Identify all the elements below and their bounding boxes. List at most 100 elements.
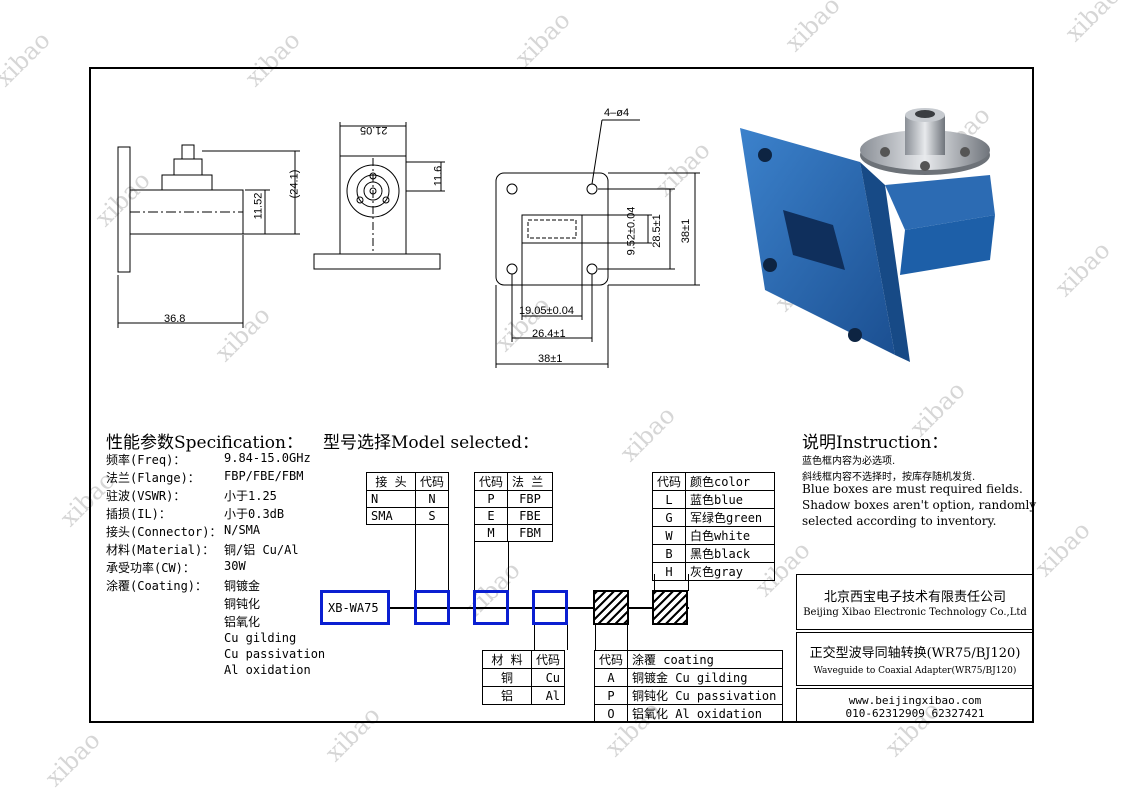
table-header: 代码 [414,472,450,491]
dim-inner-height: 9.52±0.04 [625,206,638,256]
spec-value: FBP/FBE/FBM [224,469,304,483]
dim-length: 36.8 [164,313,186,325]
watermark: xibao [509,5,576,73]
product-block: 正交型波导同轴转换(WR75/BJ120) Waveguide to Coaxi… [796,632,1034,686]
table-cell: O [593,704,629,723]
holes-note: 4–ø4 [604,107,630,119]
connector-select-box[interactable] [414,590,450,625]
company-phone: 010-62312909 62327421 [845,707,985,720]
model-prefix-box[interactable] [320,590,390,625]
table-header: 材 料 [482,650,532,669]
flange-select-box[interactable] [473,590,509,625]
connector-line [627,624,628,650]
spec-value: 铜镀金 [224,579,261,593]
spec-value: 小于0.3dB [224,507,285,521]
table-cell: Al [530,686,566,705]
coating-optional-box[interactable] [593,590,629,625]
spec-value: 铜钝化 [224,597,261,611]
connector-line [654,574,655,591]
table-cell: 铝氧化 Al oxidation [627,704,784,723]
connector-line [567,624,568,650]
table-cell: FBM [507,524,554,542]
table-cell: 铜镀金 Cu gilding [627,668,784,687]
watermark: xibao [779,0,846,58]
connector-line [534,624,535,650]
spec-value: Cu gilding [224,631,297,645]
instruction-line: 斜线框内容不选择时，按库存随机发货. [802,472,976,483]
spec-value: 9.84-15.0GHz [224,451,311,465]
connector-line [474,541,475,591]
spec-value: Al oxidation [224,663,311,677]
drawing-frame [89,67,1034,723]
top-view-drawing [313,122,445,270]
table-cell: 铝 [482,686,532,705]
dim-width-top: 21.05 [360,124,388,136]
dim-hole-pitch-h: 26.4±1 [532,328,566,340]
watermark: xibao [0,25,56,93]
instruction-line: selected according to inventory. [802,514,997,528]
table-cell: 蓝色blue [685,490,776,509]
table-cell: P [473,490,509,508]
dim-inner-width: 19.05±0.04 [519,305,574,317]
spec-label: 驻波(VSWR)： [106,489,186,503]
table-header: 代码 [593,650,629,669]
table-cell: 军绿色green [685,508,776,527]
watermark: xibao [1049,235,1116,303]
table-header: 涂覆 coating [627,650,784,669]
front-view-drawing [495,119,700,368]
dim-hole-pitch-v: 28.5±1 [650,214,663,248]
color-optional-box[interactable] [652,590,688,625]
contact-block: www.beijingxibao.com 010-62312909 623274… [796,688,1034,723]
dim-flange-v: 38±1 [680,218,693,244]
product-render [740,108,995,362]
spec-label: 承受功率(CW)： [106,561,195,575]
spec-title: 性能参数Specification： [106,433,303,453]
connector-line [595,624,596,650]
spec-label: 频率(Freq)： [106,453,186,467]
table-header: 颜色color [685,472,776,491]
company-name-cn: 北京西宝电子技术有限责任公司 [823,590,1006,605]
product-name-en: Waveguide to Coaxial Adapter(WR75/BJ120) [813,666,1017,676]
table-cell: 铜 [482,668,532,687]
connector-line [508,541,509,591]
side-view-drawing [117,144,300,328]
chain-line [389,607,689,609]
table-header: 接 头 [366,472,416,491]
spec-value: 铜/铝 Cu/Al [224,543,299,557]
table-cell: H [651,562,687,581]
spec-value: Cu passivation [224,647,326,661]
table-cell: Cu [530,668,566,687]
table-cell: N [366,490,416,508]
spec-label: 法兰(Flange)： [106,471,200,485]
table-cell: P [593,686,629,705]
table-cell: FBE [507,507,554,525]
watermark: xibao [1029,515,1096,583]
spec-label: 涂覆(Coating)： [106,579,208,593]
connector-line [415,523,416,591]
table-cell: N [414,490,450,508]
table-cell: A [593,668,629,687]
watermark: xibao [39,725,106,793]
product-name-cn: 正交型波导同轴转换(WR75/BJ120) [809,646,1021,661]
table-cell: W [651,526,687,545]
dim-offset-top: 11.6 [432,165,445,187]
company-website[interactable]: www.beijingxibao.com [848,694,982,707]
material-select-box[interactable] [532,590,568,625]
table-cell: SMA [366,507,416,525]
table-cell: 黑色black [685,544,776,563]
table-header: 代码 [651,472,687,491]
table-cell: E [473,507,509,525]
